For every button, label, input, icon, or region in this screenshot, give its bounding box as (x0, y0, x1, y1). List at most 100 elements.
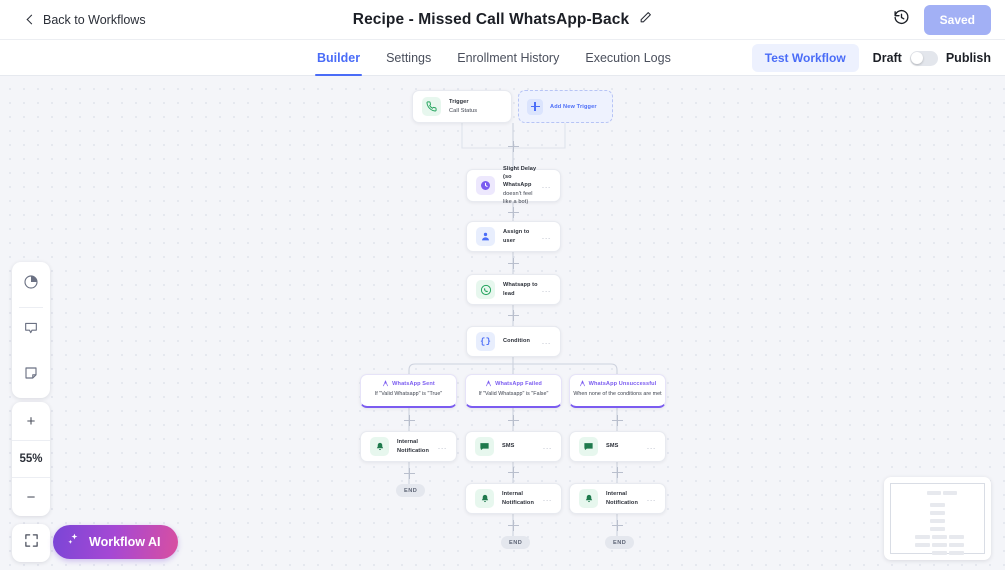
trigger-node[interactable]: Trigger Call Status (412, 90, 512, 123)
tab-bar: Builder Settings Enrollment History Exec… (0, 40, 1005, 76)
branch-subtitle: When none of the conditions are met (573, 391, 662, 397)
node-menu-icon[interactable]: ... (646, 494, 656, 503)
workflow-title-group: Recipe - Missed Call WhatsApp-Back (0, 11, 1005, 29)
minimap-node (930, 511, 945, 515)
add-step-handle[interactable] (611, 414, 623, 426)
workflow-ai-button[interactable]: Workflow AI (53, 525, 178, 559)
branch-card-whatsapp-sent[interactable]: WhatsApp Sent If "Valid Whatsapp" is "Tr… (360, 374, 457, 408)
saved-button[interactable]: Saved (923, 4, 991, 35)
minimap-node (932, 543, 947, 547)
pencil-icon[interactable] (639, 11, 652, 29)
add-step-handle[interactable] (507, 414, 519, 426)
tab-execution-logs[interactable]: Execution Logs (585, 51, 671, 65)
node-menu-icon[interactable]: ... (542, 494, 552, 503)
fit-to-screen-button[interactable] (12, 524, 50, 562)
clock-delay-icon (476, 176, 495, 195)
node-menu-icon[interactable]: ... (541, 181, 551, 190)
branch-card-whatsapp-failed[interactable]: WhatsApp Failed If "Valid Whatsapp" is "… (465, 374, 562, 408)
minimap-node (930, 503, 945, 507)
branch-title: WhatsApp Unsuccessful (588, 380, 657, 387)
action-node-label: SMS (502, 443, 515, 450)
add-new-trigger-label: Add New Trigger (550, 103, 597, 110)
internal-notification-icon (370, 437, 389, 456)
publish-label: Publish (945, 51, 991, 65)
branch-card-whatsapp-unsuccessful[interactable]: WhatsApp Unsuccessful When none of the c… (569, 374, 666, 408)
publish-toggle-group: Draft Publish (873, 50, 991, 66)
slight-delay-line2: doesn't feel like a bot) (503, 190, 533, 205)
comment-bubble-button[interactable] (12, 308, 50, 353)
add-step-handle[interactable] (507, 206, 519, 218)
step-node-label: Whatsapp to lead (503, 282, 538, 297)
minimap-node (932, 535, 947, 539)
branch-icon (383, 380, 389, 387)
branch-icon (486, 380, 491, 387)
add-step-handle[interactable] (507, 140, 519, 152)
add-step-handle[interactable] (507, 466, 519, 478)
action-node-label: Internal Notification (606, 491, 638, 506)
step-node-whatsapp-to-lead[interactable]: Whatsapp to lead ... (466, 274, 561, 305)
sticky-note-button[interactable] (12, 353, 50, 398)
publish-toggle[interactable] (909, 50, 938, 66)
braces-condition-icon (476, 332, 495, 351)
action-node-label: SMS (606, 443, 619, 450)
action-node-internal-notification[interactable]: Internal Notification ... (360, 431, 457, 462)
branch-subtitle: If "Valid Whatsapp" is "True" (374, 391, 443, 397)
step-node-label: Condition (503, 338, 530, 345)
zoom-level-label[interactable]: 55% (12, 440, 50, 478)
action-node-label: Internal Notification (502, 491, 534, 506)
plus-icon (527, 98, 543, 115)
add-step-handle[interactable] (507, 309, 519, 321)
zoom-in-button[interactable]: + (26, 412, 36, 430)
node-menu-icon[interactable]: ... (542, 442, 552, 451)
add-step-handle[interactable] (403, 467, 415, 479)
action-node-sms[interactable]: SMS ... (569, 431, 666, 462)
workflow-canvas[interactable]: Trigger Call Status Add New Trigger Slig… (0, 76, 1005, 570)
node-menu-icon[interactable]: ... (646, 442, 656, 451)
canvas-minimap[interactable] (884, 477, 991, 560)
minimap-node (930, 519, 945, 523)
minimap-node (949, 551, 964, 555)
add-step-handle[interactable] (611, 466, 623, 478)
whatsapp-icon (476, 280, 495, 299)
step-node-slight-delay[interactable]: Slight Delay (so WhatsApp doesn't feel l… (466, 166, 561, 205)
sparkle-icon (66, 532, 81, 552)
minimap-node (915, 535, 930, 539)
node-menu-icon[interactable]: ... (541, 232, 551, 241)
action-node-internal-notification[interactable]: Internal Notification ... (465, 483, 562, 514)
tab-enrollment-history[interactable]: Enrollment History (457, 51, 560, 65)
trigger-kind-label: Trigger (449, 99, 469, 106)
zoom-out-button[interactable]: − (26, 488, 36, 506)
minimap-node (915, 543, 930, 547)
node-menu-icon[interactable]: ... (541, 337, 551, 346)
add-step-handle[interactable] (507, 257, 519, 269)
canvas-tool-panel (12, 262, 50, 398)
action-node-sms[interactable]: SMS ... (465, 431, 562, 462)
minimap-viewport (890, 483, 985, 555)
phone-call-icon (422, 97, 441, 116)
step-node-assign-to-user[interactable]: Assign to user ... (466, 221, 561, 252)
add-step-handle[interactable] (611, 519, 623, 531)
minimap-node (927, 491, 941, 495)
sms-icon (579, 437, 598, 456)
step-node-label: Slight Delay (so WhatsApp doesn't feel l… (503, 165, 538, 206)
add-step-handle[interactable] (507, 519, 519, 531)
comment-bubble-icon (23, 320, 39, 341)
tab-bar-actions: Test Workflow Draft Publish (751, 40, 991, 76)
history-clock-icon[interactable] (893, 9, 910, 31)
add-new-trigger-button[interactable]: Add New Trigger (518, 90, 613, 123)
tab-settings[interactable]: Settings (386, 51, 432, 65)
analytics-pie-button[interactable] (12, 262, 50, 307)
node-menu-icon[interactable]: ... (437, 442, 447, 451)
tab-builder[interactable]: Builder (315, 40, 363, 76)
back-to-workflows-link[interactable]: Back to Workflows (26, 13, 146, 27)
test-workflow-button[interactable]: Test Workflow (751, 44, 859, 72)
branch-header: WhatsApp Failed (466, 380, 561, 387)
add-step-handle[interactable] (403, 414, 415, 426)
end-badge: END (501, 536, 531, 549)
toggle-knob (911, 52, 924, 64)
back-to-workflows-label: Back to Workflows (43, 12, 146, 27)
step-node-condition[interactable]: Condition ... (466, 326, 561, 357)
action-node-internal-notification[interactable]: Internal Notification ... (569, 483, 666, 514)
node-menu-icon[interactable]: ... (541, 285, 551, 294)
